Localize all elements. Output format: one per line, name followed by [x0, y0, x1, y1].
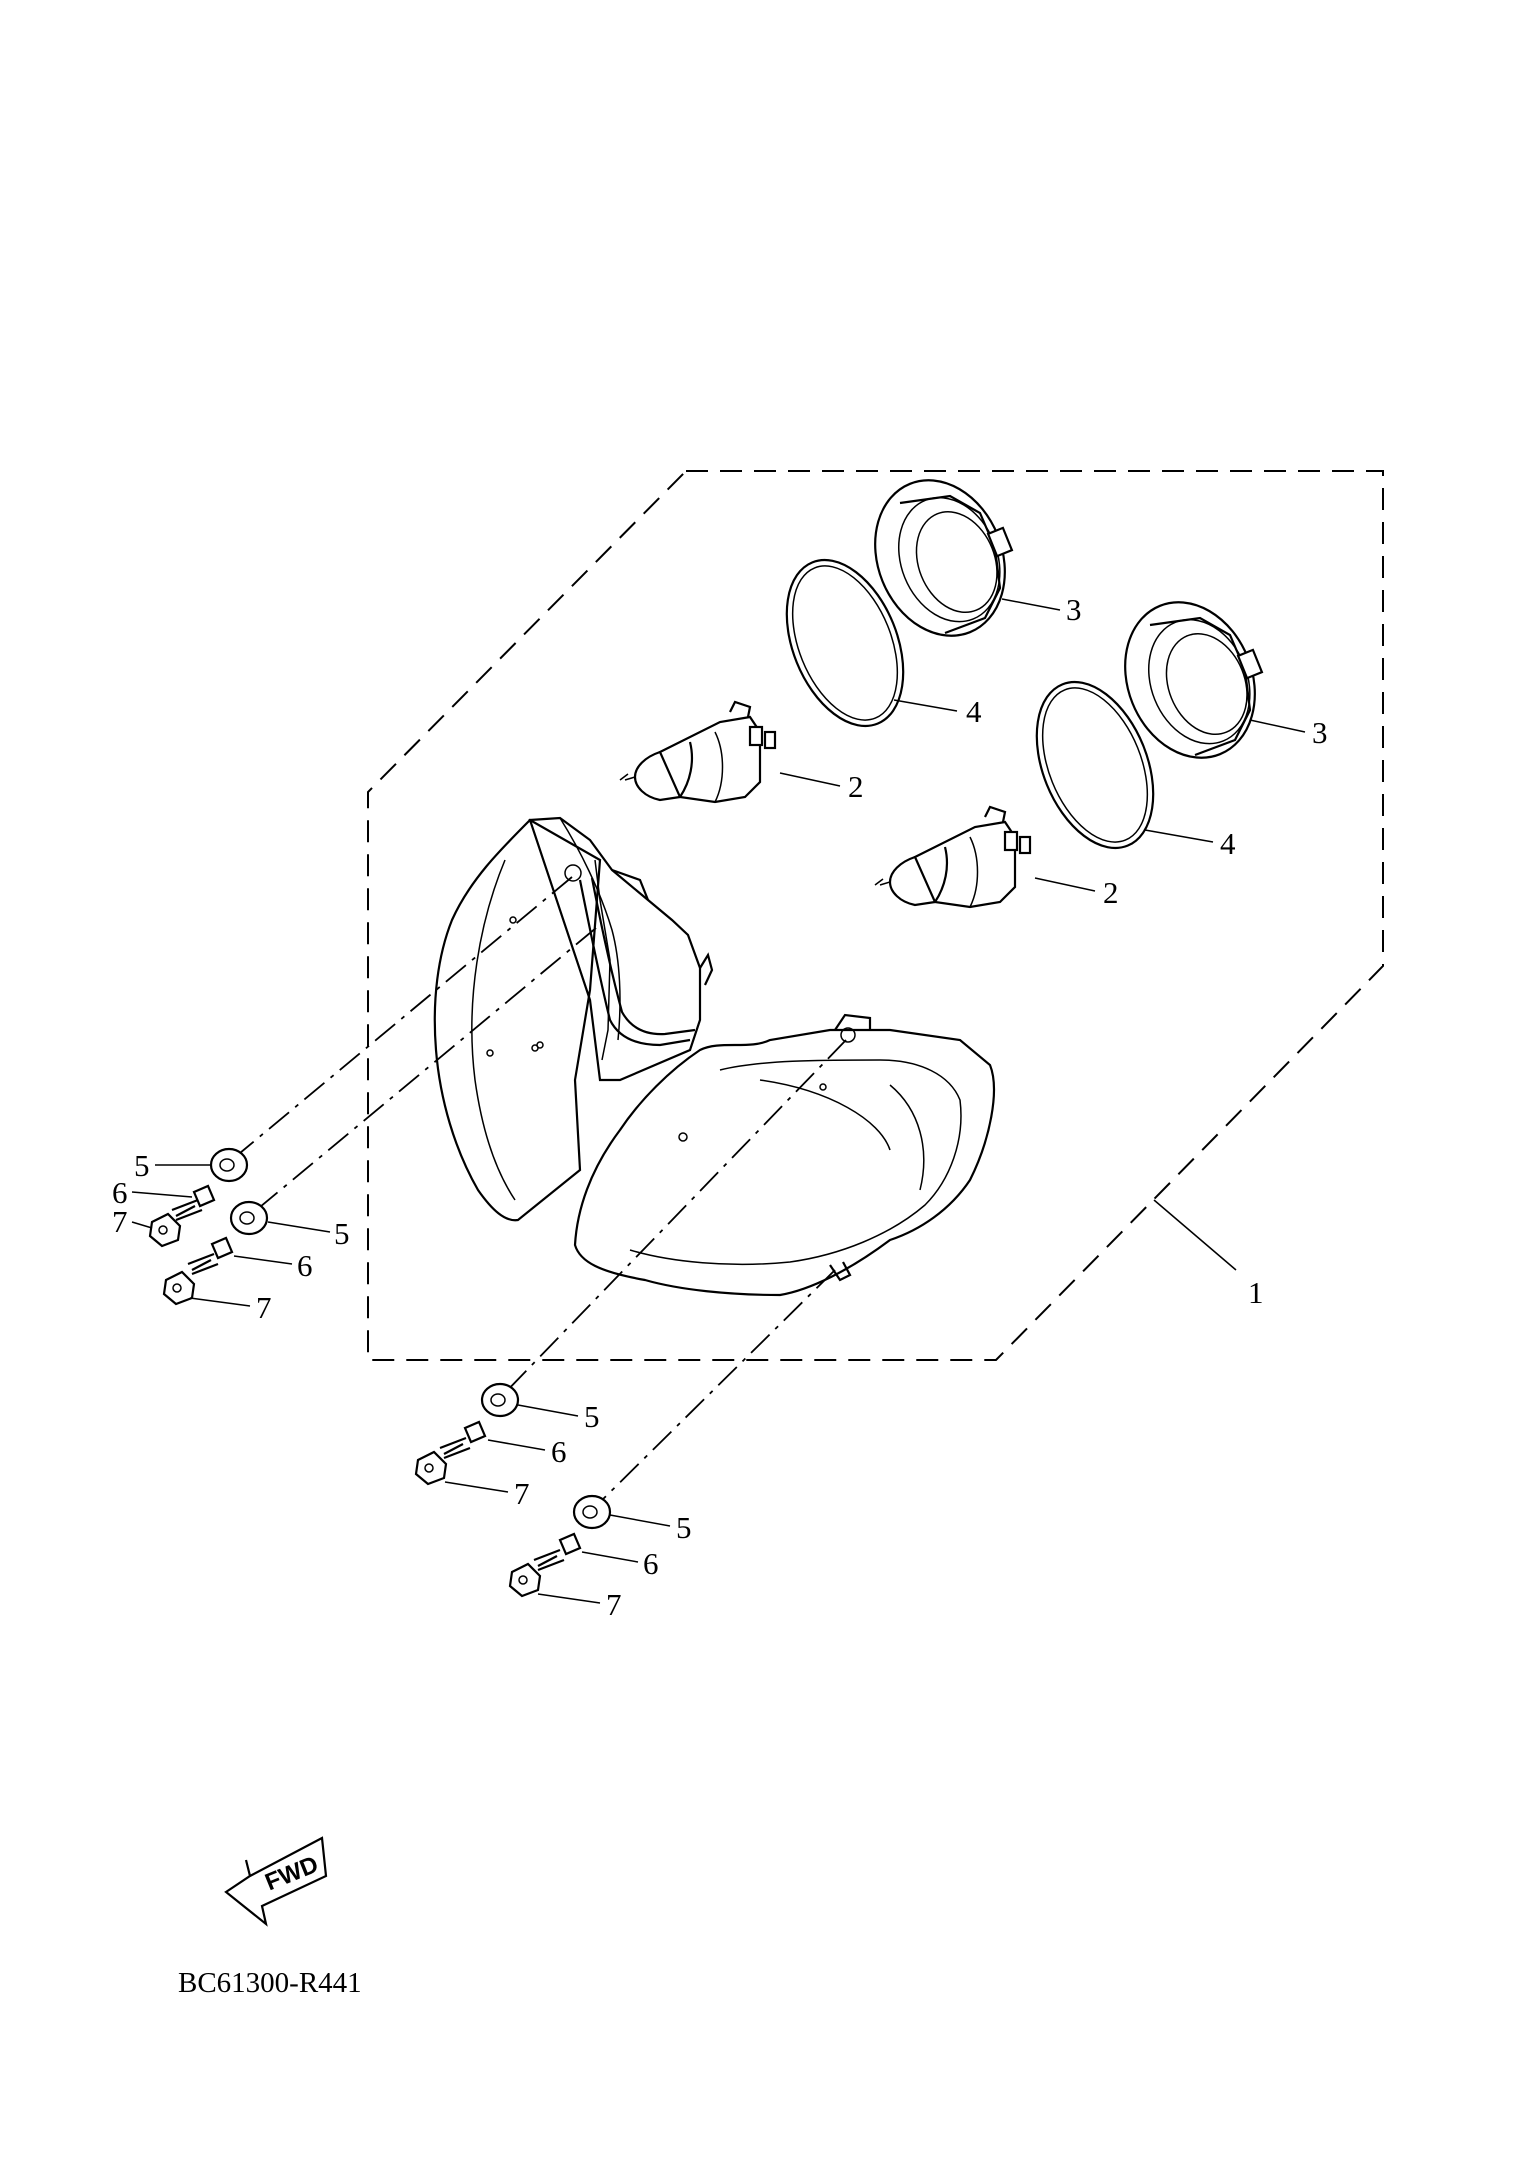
- fastener-set-c: [414, 1382, 520, 1486]
- headlight-housing: [433, 816, 996, 1297]
- callout-3-upper: 3: [1066, 592, 1082, 627]
- drawing-code: BC61300-R441: [178, 1967, 362, 1999]
- callout-7-c: 7: [514, 1476, 530, 1511]
- fwd-arrow-icon: FWD: [224, 1836, 328, 1927]
- callout-labels: 1 2 2 3 3 4 4 5 5 5 5 6 6 6 6 7 7 7 7: [112, 592, 1328, 1622]
- mount-axis-4: [591, 1269, 836, 1511]
- fastener-set-a: [148, 1147, 249, 1248]
- callout-7-b: 7: [256, 1290, 272, 1325]
- callout-5-d: 5: [676, 1510, 692, 1545]
- seal-ring-lower: [1035, 680, 1155, 850]
- callout-1: 1: [1248, 1275, 1264, 1310]
- callout-6-c: 6: [551, 1434, 567, 1469]
- callout-7-a: 7: [112, 1204, 128, 1239]
- callout-6-b: 6: [297, 1248, 313, 1283]
- callout-4-lower: 4: [1220, 826, 1236, 861]
- fastener-set-d: [508, 1494, 612, 1598]
- assembly-boundary: [367, 470, 1384, 1361]
- mount-axis-1: [233, 876, 573, 1159]
- callout-4-upper: 4: [966, 694, 982, 729]
- fastener-set-b: [162, 1200, 269, 1306]
- seal-ring-upper: [785, 558, 905, 728]
- callout-7-d: 7: [606, 1587, 622, 1622]
- callout-2-lower: 2: [1103, 875, 1119, 910]
- mount-axis-3: [499, 1039, 847, 1399]
- callout-5-a: 5: [134, 1148, 150, 1183]
- bulb-upper: [619, 700, 777, 804]
- callout-5-b: 5: [334, 1216, 350, 1251]
- bulb-cover-upper: [874, 479, 1014, 637]
- bulb-cover-lower: [1124, 601, 1264, 759]
- bulb-lower: [874, 805, 1032, 909]
- mount-axis-2: [253, 927, 597, 1213]
- callout-2-upper: 2: [848, 769, 864, 804]
- callout-5-c: 5: [584, 1399, 600, 1434]
- callout-6-a: 6: [112, 1175, 128, 1210]
- leader-lines: [131, 598, 1306, 1604]
- callout-6-d: 6: [643, 1546, 659, 1581]
- callout-3-lower: 3: [1312, 715, 1328, 750]
